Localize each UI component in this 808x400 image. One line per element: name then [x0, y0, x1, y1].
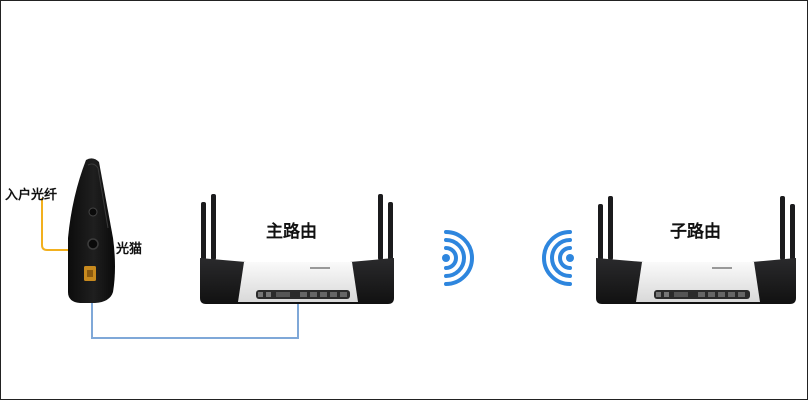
modem-label: 光猫 — [116, 242, 143, 257]
main-router-label: 主路由 — [266, 222, 317, 242]
main-router — [200, 194, 394, 304]
wifi-signal-right-icon — [442, 230, 474, 286]
fiber-cable — [41, 198, 92, 251]
ethernet-cable — [91, 282, 299, 339]
wifi-signal-left-icon — [542, 230, 574, 286]
optical-modem — [68, 158, 115, 303]
fiber-in-label: 入户光纤 — [5, 188, 58, 203]
sub-router-label: 子路由 — [670, 222, 721, 242]
sub-router — [596, 196, 796, 304]
